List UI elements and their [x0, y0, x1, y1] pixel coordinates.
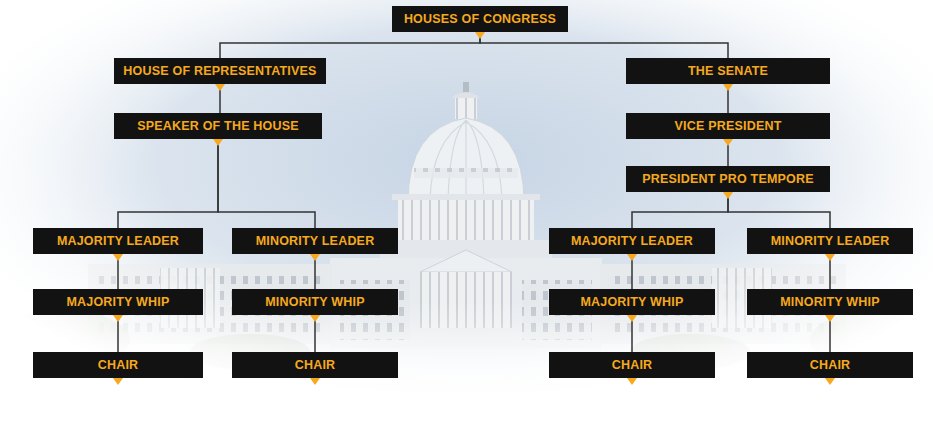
- org-box: HOUSE OF REPRESENTATIVES: [114, 58, 326, 84]
- box-label: SPEAKER OF THE HOUSE: [137, 120, 299, 133]
- box-label: CHAIR: [98, 359, 139, 372]
- box-label: HOUSE OF REPRESENTATIVES: [123, 65, 316, 78]
- org-box: VICE PRESIDENT: [626, 113, 830, 139]
- org-box: MINORITY WHIP: [232, 289, 398, 315]
- org-box: MINORITY LEADER: [232, 228, 398, 254]
- org-box: MAJORITY WHIP: [549, 289, 715, 315]
- connector-line: [218, 139, 315, 228]
- connector-line: [220, 32, 480, 58]
- pointer-triangle: [113, 378, 123, 385]
- org-box: MAJORITY LEADER: [549, 228, 715, 254]
- connector-line: [480, 32, 728, 58]
- box-label: MINORITY LEADER: [771, 235, 890, 248]
- pointer-triangle: [113, 315, 123, 322]
- pointer-triangle: [310, 254, 320, 261]
- org-box: CHAIR: [232, 352, 398, 378]
- box-label: MINORITY WHIP: [780, 296, 880, 309]
- org-box: PRESIDENT PRO TEMPORE: [626, 166, 830, 192]
- connector-line: [632, 192, 728, 228]
- box-label: MAJORITY WHIP: [580, 296, 683, 309]
- box-label: CHAIR: [295, 359, 336, 372]
- box-label: VICE PRESIDENT: [675, 120, 782, 133]
- box-label: CHAIR: [810, 359, 851, 372]
- org-box: MINORITY LEADER: [747, 228, 913, 254]
- org-box: MINORITY WHIP: [747, 289, 913, 315]
- pointer-triangle: [723, 192, 733, 199]
- box-label: MAJORITY WHIP: [66, 296, 169, 309]
- box-label: MAJORITY LEADER: [57, 235, 179, 248]
- connector-line: [118, 139, 218, 228]
- pointer-triangle: [310, 378, 320, 385]
- pointer-triangle: [627, 378, 637, 385]
- pointer-triangle: [723, 139, 733, 146]
- box-label: HOUSES OF CONGRESS: [404, 13, 556, 26]
- org-box: CHAIR: [33, 352, 203, 378]
- pointer-triangle: [723, 84, 733, 91]
- pointer-triangle: [215, 84, 225, 91]
- pointer-triangle: [113, 254, 123, 261]
- pointer-triangle: [627, 315, 637, 322]
- box-label: MAJORITY LEADER: [571, 235, 693, 248]
- org-box: THE SENATE: [626, 58, 830, 84]
- box-label: MINORITY WHIP: [265, 296, 365, 309]
- connector-line: [728, 192, 830, 228]
- pointer-triangle: [825, 254, 835, 261]
- org-box: SPEAKER OF THE HOUSE: [114, 113, 322, 139]
- org-box: MAJORITY WHIP: [33, 289, 203, 315]
- org-box: HOUSES OF CONGRESS: [392, 6, 568, 32]
- pointer-triangle: [627, 254, 637, 261]
- box-label: THE SENATE: [688, 65, 768, 78]
- box-label: MINORITY LEADER: [256, 235, 375, 248]
- org-box: MAJORITY LEADER: [33, 228, 203, 254]
- pointer-triangle: [825, 315, 835, 322]
- org-box: CHAIR: [747, 352, 913, 378]
- pointer-triangle: [310, 315, 320, 322]
- org-box: CHAIR: [549, 352, 715, 378]
- pointer-triangle: [213, 139, 223, 146]
- box-label: CHAIR: [612, 359, 653, 372]
- pointer-triangle: [475, 32, 485, 39]
- pointer-triangle: [825, 378, 835, 385]
- box-label: PRESIDENT PRO TEMPORE: [642, 173, 814, 186]
